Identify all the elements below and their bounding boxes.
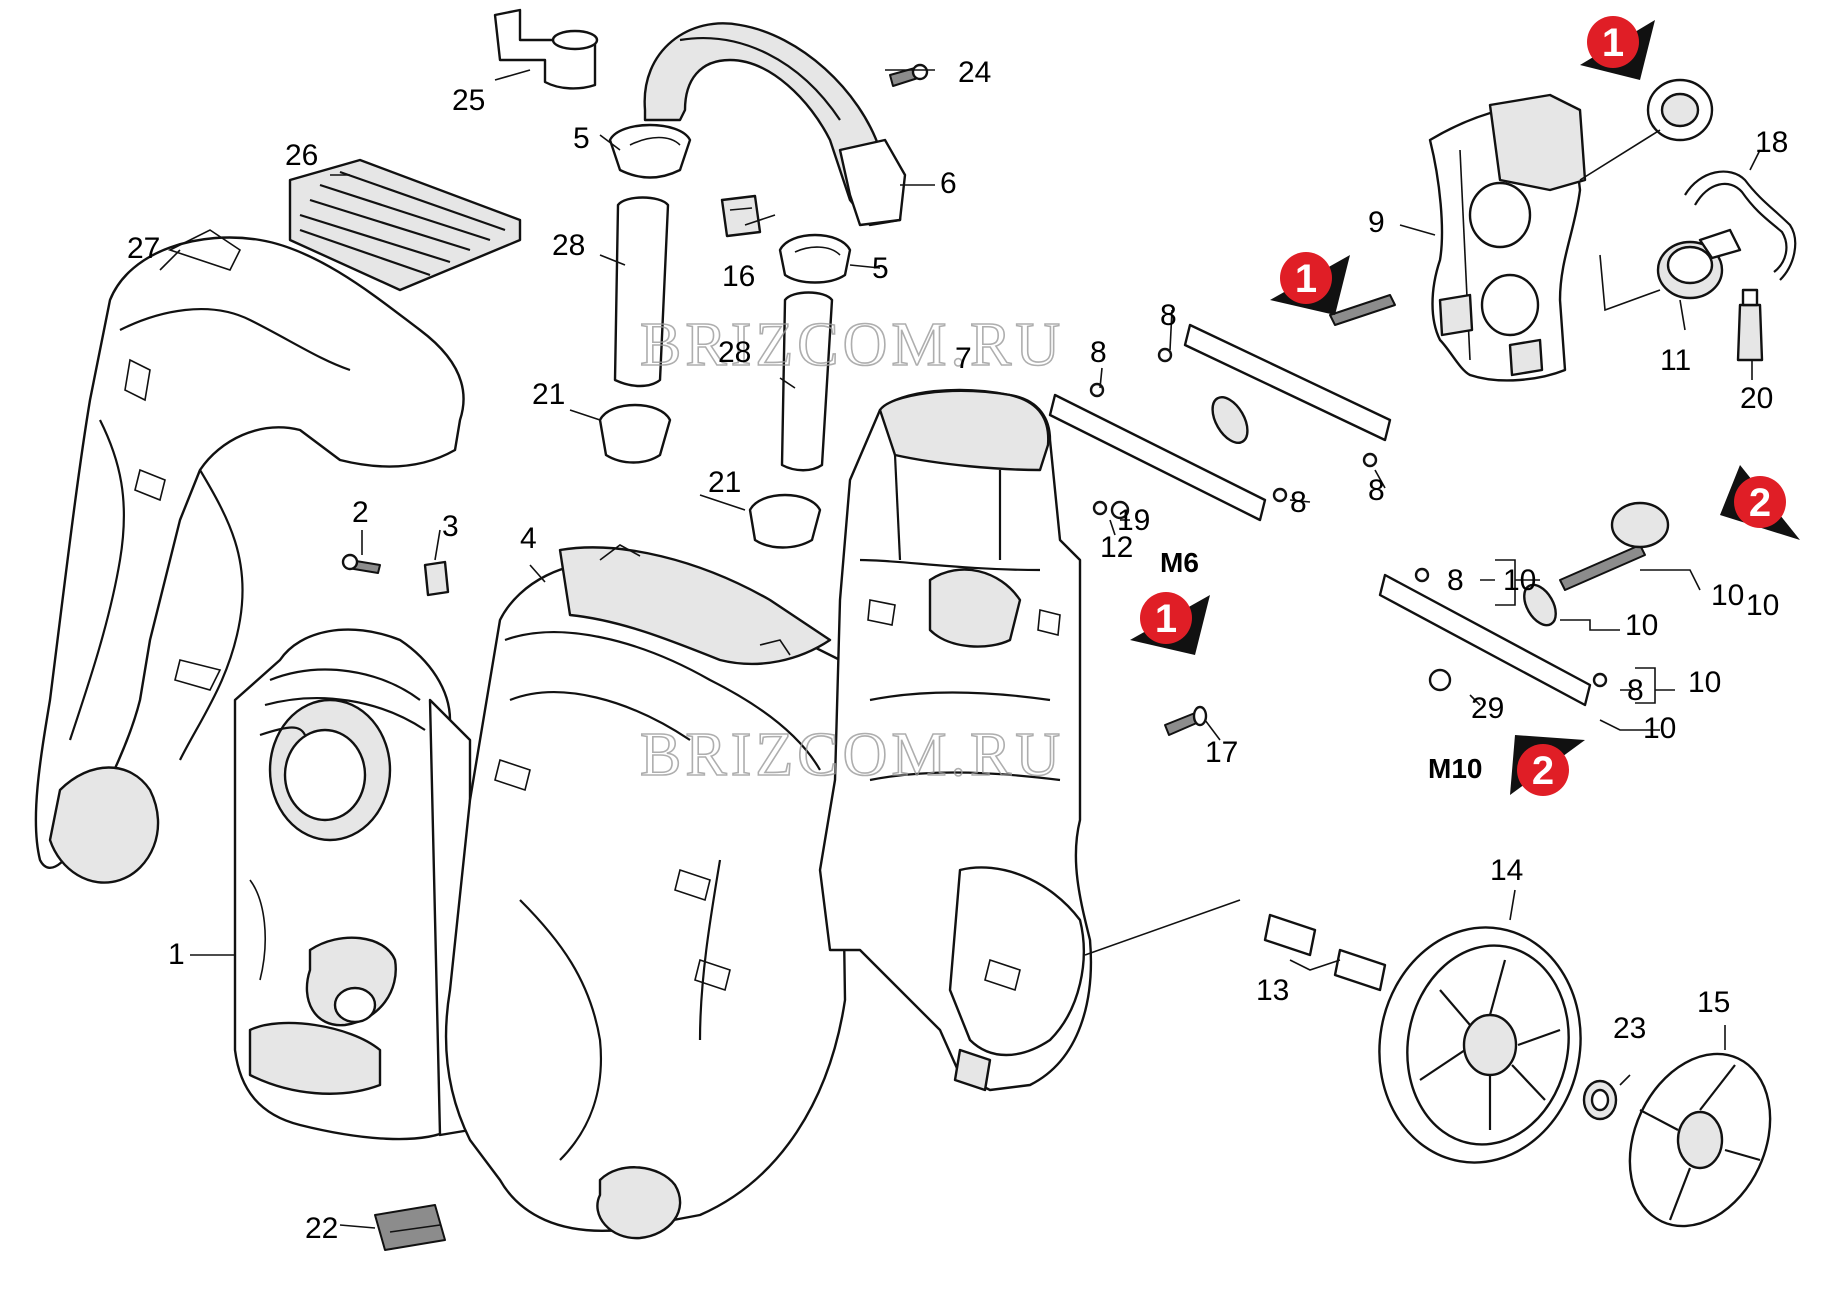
marker-number: 1 xyxy=(1602,21,1624,65)
callout-24: 24 xyxy=(958,56,991,89)
callout-10-f: 10 xyxy=(1711,579,1744,612)
part-13-axles xyxy=(1263,913,1387,992)
callout-10-b: 10 xyxy=(1746,589,1779,622)
callout-5-upper: 5 xyxy=(573,122,590,155)
callout-3: 3 xyxy=(442,510,459,543)
callout-18: 18 xyxy=(1755,126,1788,159)
part-28-tube-left xyxy=(613,196,670,388)
part-4-main-housing xyxy=(444,544,847,1240)
callout-27: 27 xyxy=(127,232,160,265)
callout-26: 26 xyxy=(285,139,318,172)
callout-25: 25 xyxy=(452,84,485,117)
part-11-fitting xyxy=(1656,228,1742,300)
callout-8-left: 8 xyxy=(1090,336,1107,369)
part-5-grommet-lower xyxy=(778,233,852,284)
part-14-wheel xyxy=(1378,926,1582,1164)
watermark-lower: BRIZCOM.RU xyxy=(640,721,1064,789)
callout-8-right: 8 xyxy=(1368,474,1385,507)
marker-number: 2 xyxy=(1532,749,1554,793)
part-7-frame xyxy=(818,388,1093,1092)
callout-19: 19 xyxy=(1117,504,1150,537)
callout-23: 23 xyxy=(1613,1012,1646,1045)
callout-14: 14 xyxy=(1490,854,1523,887)
callout-10-e: 10 xyxy=(1643,712,1676,745)
callout-9: 9 xyxy=(1368,206,1385,239)
watermark-upper: BRIZCOM.RU xyxy=(640,311,1064,379)
part-17-bolt xyxy=(1164,705,1208,736)
part-15-hubcap xyxy=(1628,1052,1772,1228)
callout-17: 17 xyxy=(1205,736,1238,769)
callout-5-lower: 5 xyxy=(872,252,889,285)
part-21-grommet-a xyxy=(598,403,672,464)
callout-22: 22 xyxy=(305,1212,338,1245)
part-20-nozzle xyxy=(1736,288,1764,362)
callout-1: 1 xyxy=(168,938,185,971)
marker-number: 1 xyxy=(1295,257,1317,301)
rail-lower xyxy=(1378,501,1670,707)
part-2-screw xyxy=(341,553,381,574)
callout-15: 15 xyxy=(1697,986,1730,1019)
callout-28-a: 28 xyxy=(552,229,585,262)
marker-2-right: 2 xyxy=(1720,465,1800,540)
callout-8-top: 8 xyxy=(1160,299,1177,332)
part-28-tube-right xyxy=(780,291,834,472)
rail-upper xyxy=(1048,294,1396,522)
marker-number: 1 xyxy=(1155,597,1177,641)
marker-2-m10: 2 xyxy=(1510,735,1585,796)
part-27-rear-housing xyxy=(34,229,465,884)
part-25-bracket xyxy=(493,8,599,90)
callout-2: 2 xyxy=(352,496,369,529)
marker-1-center: 1 xyxy=(1270,252,1350,315)
callout-8-box-a: 8 xyxy=(1447,564,1464,597)
callout-7: 7 xyxy=(955,342,972,375)
callout-11: 11 xyxy=(1660,344,1691,377)
callout-13: 13 xyxy=(1256,974,1289,1007)
part-22-foot xyxy=(374,1204,446,1251)
leader-lines xyxy=(159,69,1761,1229)
part-9-cover-plate xyxy=(1428,93,1587,382)
marker-number: 2 xyxy=(1749,481,1771,525)
part-3-clip xyxy=(423,560,450,597)
callout-28-b: 28 xyxy=(718,336,751,369)
part-16-clip xyxy=(720,194,762,238)
thread-label-m10: M10 xyxy=(1428,753,1482,784)
part-6-handle xyxy=(643,22,907,227)
part-24-screw xyxy=(889,63,929,87)
part-23-ring xyxy=(1582,1079,1618,1121)
callout-29: 29 xyxy=(1471,692,1504,725)
callout-16: 16 xyxy=(722,260,755,293)
callout-10-d: 10 xyxy=(1688,666,1721,699)
callout-21-a: 21 xyxy=(532,378,565,411)
callout-10-a: 10 xyxy=(1503,564,1536,597)
callout-21-b: 21 xyxy=(708,466,741,499)
part-5-grommet-upper xyxy=(608,123,692,179)
marker-1-top-right: 1 xyxy=(1580,16,1655,80)
callout-8-box-b: 8 xyxy=(1627,674,1644,707)
part-26-vent-grille xyxy=(288,158,522,292)
callout-12: 12 xyxy=(1100,531,1133,564)
part-18-hose xyxy=(1684,170,1797,281)
part-21-grommet-b xyxy=(748,493,822,549)
part-ring-top-right xyxy=(1646,78,1714,142)
marker-1-m6: 1 xyxy=(1130,592,1210,655)
callout-20: 20 xyxy=(1740,382,1773,415)
callout-8-mid: 8 xyxy=(1290,486,1307,519)
callout-4: 4 xyxy=(520,522,537,555)
callout-6: 6 xyxy=(940,167,957,200)
part-1-front-cover xyxy=(233,628,472,1141)
callout-10-c: 10 xyxy=(1625,609,1658,642)
thread-label-m6: M6 xyxy=(1160,547,1199,578)
